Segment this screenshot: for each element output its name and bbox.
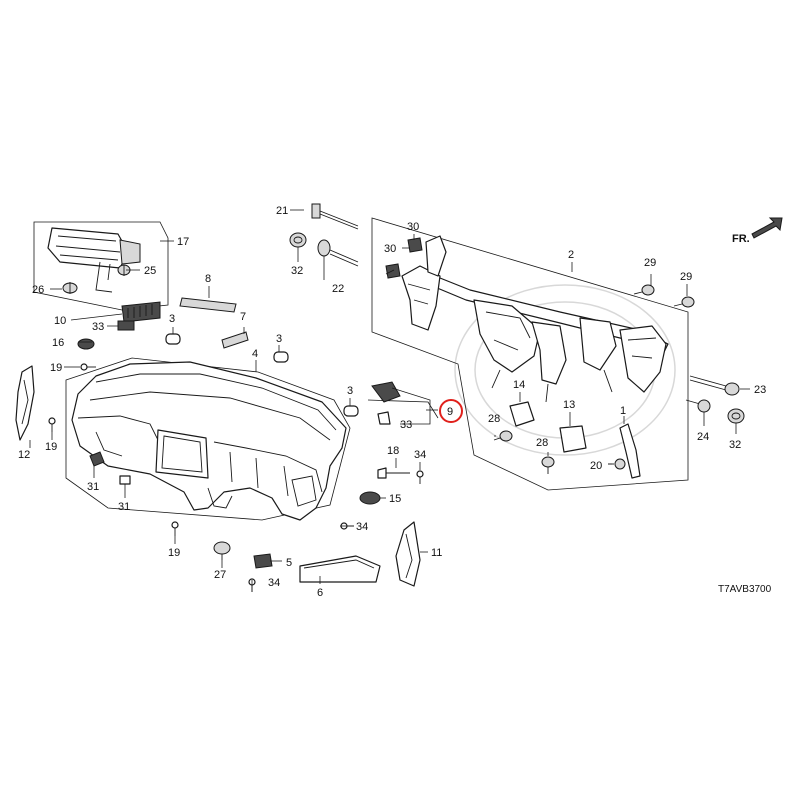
callout-28-left: 28: [488, 413, 500, 425]
callout-11: 11: [431, 547, 442, 559]
callout-32-left: 32: [291, 265, 303, 277]
callout-19-lower: 19: [168, 547, 180, 559]
pad-7[interactable]: [221, 331, 249, 349]
leader-lines: [29, 209, 750, 592]
screw-34-upper[interactable]: [416, 470, 424, 484]
bracket-14[interactable]: [509, 401, 535, 427]
callout-labels: 1 2 3 3 3 4 5 6 7 8 9 10 11 12 13 14 15 …: [18, 205, 766, 599]
callout-30-lower: 30: [384, 243, 396, 255]
screw-19-lower[interactable]: [171, 521, 179, 536]
group-box-airbag: [33, 221, 169, 311]
defroster-grille-10[interactable]: [121, 301, 161, 323]
cap-3-mid[interactable]: [273, 351, 289, 363]
glovebox-lid-6[interactable]: [299, 555, 381, 583]
bolt-26[interactable]: [62, 282, 78, 294]
instrument-panel-4[interactable]: [71, 361, 347, 521]
callout-30-upper: 30: [407, 221, 419, 233]
duct-9[interactable]: [371, 381, 401, 403]
clip-33-upper[interactable]: [117, 320, 135, 331]
callout-17: 17: [177, 236, 189, 248]
callout-31-lower: 31: [118, 501, 130, 513]
clip-33-lower[interactable]: [377, 411, 391, 425]
callout-23: 23: [754, 384, 766, 396]
bolt-28-left[interactable]: [493, 430, 513, 442]
callout-28-right: 28: [536, 437, 548, 449]
side-cover-11[interactable]: [395, 521, 421, 587]
callout-5: 5: [286, 557, 292, 569]
bolt-28-right[interactable]: [541, 456, 555, 474]
bolt-29-right[interactable]: [673, 296, 695, 308]
cap-3-left[interactable]: [165, 333, 181, 345]
callout-33-lower: 33: [400, 419, 412, 431]
front-direction-label: FR.: [732, 233, 750, 245]
screw-19-upper[interactable]: [80, 363, 96, 371]
callout-4: 4: [252, 348, 258, 360]
callout-33-upper: 33: [92, 321, 104, 333]
callout-9: 9: [447, 406, 453, 418]
bracket-5[interactable]: [253, 553, 273, 569]
clip-30-upper[interactable]: [407, 237, 423, 253]
callout-14: 14: [513, 379, 525, 391]
bolt-25[interactable]: [117, 264, 131, 276]
nut-32-right[interactable]: [727, 408, 745, 424]
callout-3-right: 3: [347, 385, 353, 397]
side-cover-12[interactable]: [15, 365, 35, 441]
callout-2: 2: [568, 249, 574, 261]
callout-7: 7: [240, 311, 246, 323]
clip-31-lower[interactable]: [119, 475, 131, 485]
diagram-code: T7AVB3700: [718, 584, 772, 595]
callout-34-upper: 34: [414, 449, 426, 461]
callout-19-side: 19: [45, 441, 57, 453]
bracket-13[interactable]: [559, 425, 587, 453]
steering-hanger-beam-2[interactable]: [401, 235, 669, 403]
callout-24: 24: [697, 431, 709, 443]
callout-3-left: 3: [169, 313, 175, 325]
grommet-27[interactable]: [213, 541, 231, 560]
clip-31-upper[interactable]: [89, 451, 105, 467]
callout-34-bottom: 34: [268, 577, 280, 589]
callout-34-mid: 34: [356, 521, 368, 533]
callout-29-left: 29: [644, 257, 656, 269]
nut-32-left[interactable]: [289, 232, 307, 248]
clip-30-lower[interactable]: [385, 263, 401, 279]
callout-26: 26: [32, 284, 44, 296]
callout-29-right: 29: [680, 271, 692, 283]
screw-19-side[interactable]: [48, 417, 56, 432]
callout-18: 18: [387, 445, 399, 457]
callout-19-upper: 19: [50, 362, 62, 374]
side-brace-1[interactable]: [619, 423, 641, 479]
highlight-ring-9: [439, 399, 463, 423]
bolt-24[interactable]: [685, 399, 711, 413]
callout-27: 27: [214, 569, 226, 581]
front-direction-indicator: [751, 217, 783, 239]
clip-16[interactable]: [77, 338, 95, 350]
dashboard-strip-8[interactable]: [179, 297, 237, 313]
callout-21: 21: [276, 205, 288, 217]
bolt-29-left[interactable]: [633, 284, 655, 296]
callout-6: 6: [317, 587, 323, 599]
callout-8: 8: [205, 273, 211, 285]
callout-3-mid: 3: [276, 333, 282, 345]
callout-1: 1: [620, 405, 626, 417]
bolt-23[interactable]: [689, 375, 740, 396]
callout-16: 16: [52, 337, 64, 349]
callout-20: 20: [590, 460, 602, 472]
callout-13: 13: [563, 399, 575, 411]
callout-25: 25: [144, 265, 156, 277]
front-arrow-icon: [751, 217, 783, 239]
callout-22: 22: [332, 283, 344, 295]
passenger-airbag-module[interactable]: [47, 227, 141, 293]
callout-31-upper: 31: [87, 481, 99, 493]
connector-18[interactable]: [377, 467, 410, 479]
callout-15: 15: [389, 493, 401, 505]
plug-15[interactable]: [359, 491, 381, 505]
callout-12: 12: [18, 449, 30, 461]
callout-32-right: 32: [729, 439, 741, 451]
cap-3-right[interactable]: [343, 405, 359, 417]
bolt-21[interactable]: [311, 203, 359, 230]
callout-10: 10: [54, 315, 66, 327]
group-box-steering-hanger: [371, 217, 689, 491]
